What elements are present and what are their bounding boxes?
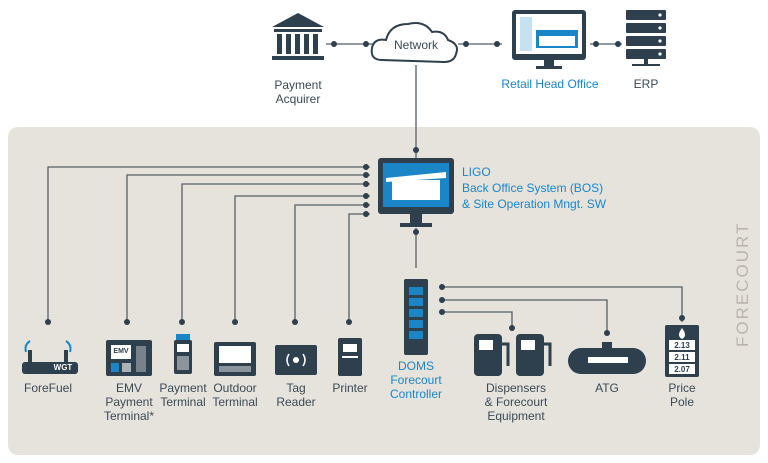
atg-label: ATG — [595, 381, 619, 395]
doms-label: DOMS Forecourt Controller — [389, 359, 443, 401]
forefuel-label: ForeFuel — [23, 381, 73, 395]
price-value-2: 2.11 — [674, 353, 690, 362]
emv-terminal-icon — [106, 340, 152, 376]
forecourt-panel — [8, 127, 760, 455]
router-badge: WGT — [53, 363, 73, 372]
bos-line2: & Site Operation Mngt. SW — [462, 197, 607, 211]
cloud-icon — [370, 22, 458, 64]
tag-reader-icon — [275, 345, 317, 375]
price-pole-label: Price Pole — [668, 381, 696, 409]
payment-terminal-label: Payment Terminal — [159, 381, 207, 409]
price-pole-icon — [665, 325, 699, 377]
tag-reader-label: Tag Reader — [276, 381, 316, 409]
router-icon — [22, 340, 78, 374]
printer-icon — [338, 338, 362, 376]
server-icon — [626, 10, 666, 66]
price-value-1: 2.13 — [674, 341, 690, 350]
retail-head-office-label: Retail Head Office — [501, 77, 599, 91]
bos-title: LIGO — [462, 165, 491, 179]
connection-lines — [47, 43, 683, 335]
outdoor-terminal-icon — [214, 342, 256, 376]
bank-icon — [272, 13, 324, 60]
outdoor-terminal-label: Outdoor Terminal — [212, 381, 258, 409]
price-value-3: 2.07 — [674, 365, 690, 374]
forecourt-vertical-label: FORECOURT — [733, 221, 752, 347]
head-office-monitor-icon — [512, 10, 586, 69]
dispensers-label: Dispensers & Forecourt Equipment — [484, 381, 548, 423]
doms-controller-icon — [404, 279, 428, 355]
emv-terminal-label: EMV Payment Terminal* — [103, 381, 154, 423]
payment-terminal-icon — [174, 334, 192, 374]
connection-dots — [45, 41, 685, 336]
dispenser-icon — [474, 334, 552, 376]
emv-badge: EMV — [113, 348, 129, 355]
erp-label: ERP — [633, 77, 659, 91]
network-label: Network — [393, 38, 438, 52]
atg-tank-icon — [568, 342, 646, 374]
bos-line1: Back Office System (BOS) — [462, 181, 604, 195]
printer-label: Printer — [332, 381, 368, 395]
bos-monitor-icon — [378, 158, 454, 227]
payment-acquirer-label: Payment Acquirer — [274, 78, 322, 106]
